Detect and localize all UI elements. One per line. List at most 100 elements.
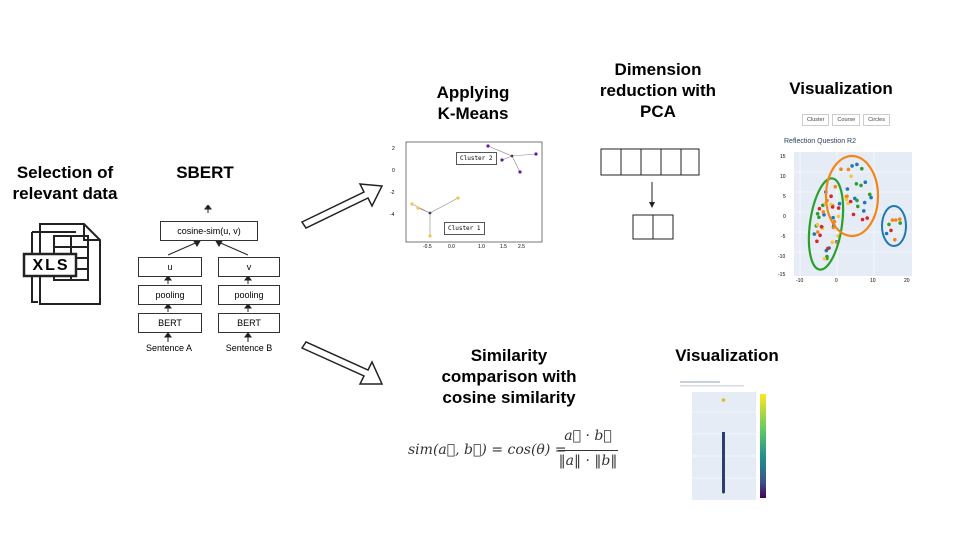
scatter-point [817,215,821,220]
scatter-point [887,222,891,227]
scatter-point [822,213,826,217]
scatter-point [846,201,850,206]
scatter-point [859,183,863,188]
scatter-point [844,197,849,202]
tab-course[interactable]: Course [832,114,861,126]
vis-ytick: 0 [783,214,786,220]
vis-xtick: 10 [870,278,876,284]
sentence-a-label: Sentence A [145,343,193,353]
scatter-point [839,167,843,171]
scatter-point [862,209,866,213]
scatter-point [868,192,872,197]
vis-ytick: -15 [778,272,786,278]
heading-similarity: Similarity comparison with cosine simila… [441,346,577,407]
heading-visualization-top: Visualization [789,79,893,98]
scatter-point [836,206,841,210]
scatter-point [829,194,833,198]
scatter-point [855,198,859,203]
scatter-point [826,246,830,251]
arrow-to-kmeans [300,183,384,229]
tab-circles[interactable]: Circles [863,114,890,126]
scatter-point [898,221,902,225]
formula-lhs: sim(a⃗, b⃗) = cos(θ) = [408,442,567,458]
u-box: u [138,257,202,277]
scatter-point [819,224,824,229]
scatter-point [815,222,820,227]
scatter-point [894,218,898,222]
similarity-visualization [678,380,774,510]
scatter-point [830,205,835,209]
scatter-point [815,211,820,216]
scatter-point [850,164,854,168]
formula-denominator: ‖a‖ · ‖b‖ [558,453,618,469]
xls-label: XLS [32,257,70,274]
scatter-point [845,187,850,191]
formula-numerator: a⃗ · b⃗ [564,428,612,444]
tab-cluster[interactable]: Cluster [802,114,830,126]
bert-box-a: BERT [138,313,202,333]
scatter-point [815,239,819,244]
kmeans-ytick: 2 [392,146,395,152]
pca-vectors [600,148,700,240]
scatter-point [821,210,826,214]
scatter-point [818,233,822,238]
scatter-point [869,195,873,200]
kmeans-ytick: 0 [392,168,395,174]
scatter-point [830,240,835,245]
scatter-point [860,166,864,171]
scatter-point [898,217,902,221]
vis-ytick: 5 [783,194,786,200]
scatter-point [817,206,822,211]
scatter-point [851,212,856,217]
kmeans-xtick: 1.0 [478,244,485,250]
scatter-point [889,228,893,233]
vis-ytick: -5 [781,234,786,240]
vis-ytick: 15 [780,154,786,160]
sentence-b-label: Sentence B [225,343,273,353]
pooling-box-a: pooling [138,285,202,305]
cluster-2-label: Cluster 2 [456,152,497,165]
heading-selection: Selection of relevant data [12,163,118,203]
vis-ytick: -10 [778,254,786,260]
cosine-formula: sim(a⃗, b⃗) = cos(θ) = a⃗ · b⃗ ‖a‖ · ‖b‖ [408,428,620,478]
vis-xtick: 0 [835,278,838,284]
kmeans-xtick: 1.5 [500,244,507,250]
heading-pca: Dimension reduction with PCA [599,60,717,121]
scatter-point [884,231,889,236]
scatter-point [846,167,851,172]
scatter-point [848,199,853,204]
kmeans-plot: Cluster 2 Cluster 1 2 0 -2 -4 -0.5 0.0 1… [390,138,545,256]
heading-sbert: SBERT [176,163,234,182]
kmeans-xtick: 2.5 [518,244,525,250]
scatter-point [890,218,895,222]
v-box: v [218,257,280,277]
scatter-point [856,204,860,209]
vis-xtick: -10 [796,278,804,284]
scatter-point [821,203,825,208]
heading-visualization-bottom: Visualization [675,346,779,365]
vis-xtick: 20 [904,278,910,284]
kmeans-xtick: 0.0 [448,244,455,250]
scatter-point [822,256,827,261]
scatter-point [837,201,842,206]
scatter-point [854,182,859,186]
heading-kmeans: Applying K-Means [436,83,510,123]
scatter-point [855,162,859,167]
vis-ytick: 10 [780,174,786,180]
scatter-point [812,232,817,236]
kmeans-ytick: -4 [390,212,395,218]
scatter-point [893,237,897,242]
scatter-point [816,230,820,234]
scatter-point [862,200,867,205]
cluster-1-label: Cluster 1 [444,222,485,235]
scatter-point [831,215,835,220]
scatter-point [865,216,869,220]
kmeans-xtick: -0.5 [423,244,432,250]
xls-file-icon: XLS [22,222,104,308]
arrow-to-similarity [300,341,384,385]
cluster-visualization: Cluster Course Circles Reflection Questi… [778,112,920,292]
sbert-diagram: cosine-sim(u, v) u v pooling pooling BER… [130,205,290,355]
scatter-point [833,184,838,189]
cosine-sim-box: cosine-sim(u, v) [160,221,258,241]
scatter-point [863,180,868,184]
